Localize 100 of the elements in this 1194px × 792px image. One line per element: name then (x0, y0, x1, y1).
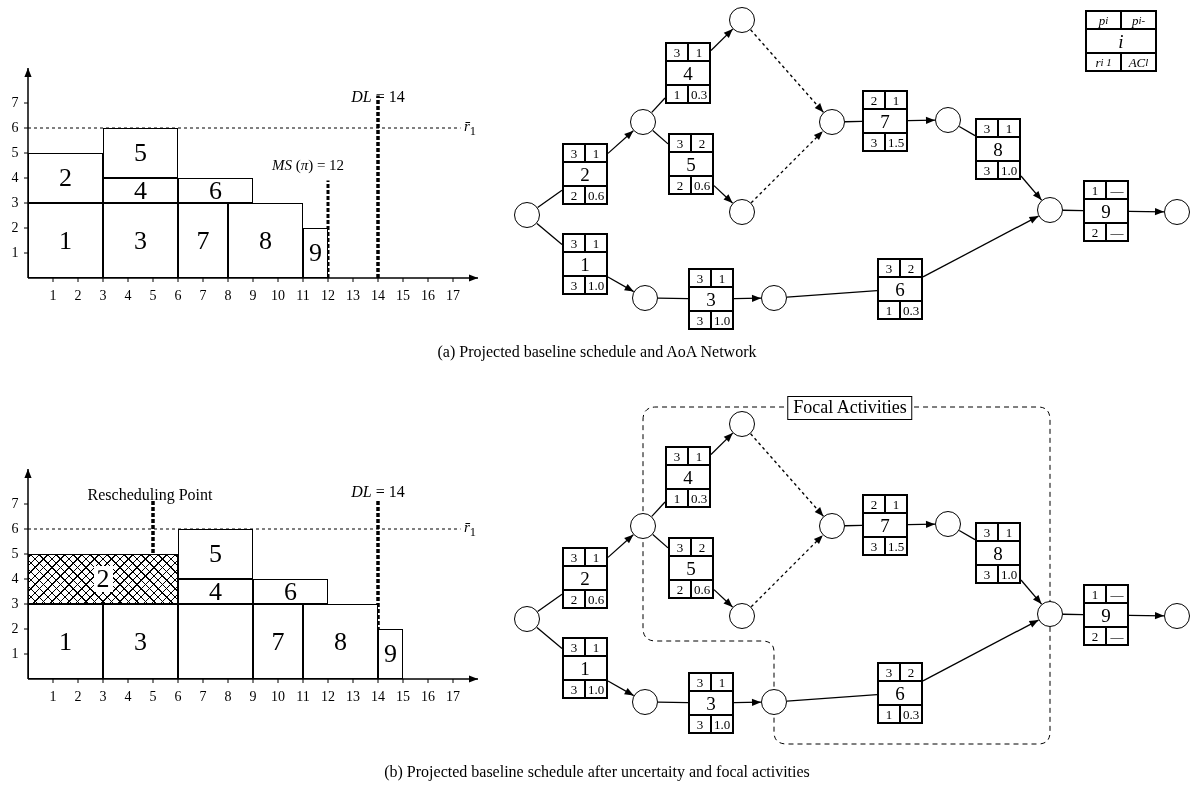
activity-number: 9 (1084, 199, 1128, 223)
connector-line (536, 222, 563, 246)
activity-number: 5 (134, 140, 147, 166)
arrow (749, 433, 825, 517)
parameter-value: 1.0 (998, 565, 1020, 583)
tick-label: 2 (11, 622, 19, 636)
event-circle (514, 202, 540, 228)
tick-label: 17 (446, 690, 460, 704)
arrow (907, 520, 936, 528)
makespan-label: MS (π) = 12 (271, 157, 345, 173)
arrow (733, 698, 762, 706)
parameter-value: 3 (689, 311, 711, 329)
parameter-value: 1 (688, 43, 710, 61)
schedule-block (178, 203, 228, 278)
activity-number: 3 (134, 628, 147, 655)
symbol-label: i (1086, 29, 1156, 53)
connector-line (536, 189, 563, 209)
parameter-value: 1 (711, 269, 733, 287)
activity-number: 9 (1084, 603, 1128, 627)
parameter-value: — (1106, 627, 1128, 645)
activity-box (975, 118, 1021, 180)
connector-line (652, 129, 669, 145)
schedule-block (178, 579, 253, 604)
event-circle (729, 411, 755, 437)
parameter-value: 1 (885, 91, 907, 109)
parameter-value: 1.0 (585, 276, 607, 294)
activity-box (1083, 180, 1129, 242)
event-circle (761, 285, 787, 311)
legend-table (1085, 10, 1157, 72)
event-circle (935, 511, 961, 537)
tick-label: 1 (11, 246, 19, 260)
parameter-value: 1 (878, 705, 900, 723)
parameter-value: 0.3 (688, 85, 710, 103)
parameter-value: 1 (998, 523, 1020, 541)
connector-line (1062, 209, 1084, 212)
tick-label: 16 (421, 690, 435, 704)
tick-label: 7 (199, 289, 207, 303)
tick-label: 7 (11, 96, 19, 110)
activity-number: 1 (563, 656, 607, 680)
schedule-block (103, 203, 178, 278)
activity-box (665, 446, 711, 508)
schedule-block (103, 178, 178, 203)
arrow (1020, 175, 1043, 201)
parameter-value: 1.0 (711, 311, 733, 329)
parameter-value: — (1106, 223, 1128, 241)
event-circle (729, 199, 755, 225)
parameter-value: 3 (666, 43, 688, 61)
schedule-block (303, 604, 378, 679)
activity-number: 7 (863, 109, 907, 133)
schedule-block (28, 203, 103, 278)
tick-label: 10 (271, 289, 285, 303)
parameter-value: 0.6 (691, 580, 713, 598)
arrow (710, 28, 734, 52)
tick-label: 2 (11, 221, 19, 235)
arrow (907, 116, 936, 124)
schedule-block (28, 604, 103, 679)
tick-label: 4 (11, 171, 19, 185)
parameter-value: 2 (669, 176, 691, 194)
parameter-value: 1.5 (885, 537, 907, 555)
activity-number: 8 (334, 628, 347, 655)
parameter-value: 2 (900, 663, 922, 681)
parameter-value: 3 (863, 537, 885, 555)
parameter-value: 0.3 (900, 705, 922, 723)
tick-label: 3 (99, 289, 107, 303)
parameter-value: 1 (585, 548, 607, 566)
parameter-value: 1 (885, 495, 907, 513)
caption: (a) Projected baseline schedule and AoA Network (437, 344, 757, 360)
event-circle (630, 109, 656, 135)
parameter-value: 3 (878, 259, 900, 277)
activity-box (1083, 584, 1129, 646)
tick-label: 1 (49, 289, 57, 303)
parameter-value: 1 (585, 638, 607, 656)
activity-number: 9 (309, 240, 322, 266)
tick-label: 9 (249, 690, 257, 704)
connector-line (657, 701, 689, 704)
activity-box (668, 537, 714, 599)
connector-line (536, 626, 563, 650)
parameter-value: 0.6 (585, 186, 607, 204)
parameter-value: 3 (666, 447, 688, 465)
activity-number: 9 (384, 641, 397, 667)
parameter-value: 1.5 (885, 133, 907, 151)
parameter-value: 2 (691, 134, 713, 152)
resource-limit-label: r̄$_{1}$ (463, 519, 477, 539)
activity-box (688, 672, 734, 734)
tick-label: 7 (11, 497, 19, 511)
rescheduling-label: Rescheduling Point (87, 487, 213, 503)
event-circle (1164, 603, 1190, 629)
tick-label: 15 (396, 289, 410, 303)
activity-number: 2 (563, 162, 607, 186)
tick-label: 6 (11, 522, 19, 536)
parameter-value: 1.0 (585, 680, 607, 698)
tick-label: 1 (49, 690, 57, 704)
event-circle (632, 285, 658, 311)
schedule-block (28, 554, 178, 604)
tick-label: 5 (149, 690, 157, 704)
activity-box (877, 258, 923, 320)
parameter-value: 1.0 (998, 161, 1020, 179)
activity-box (975, 522, 1021, 584)
connector-line (958, 529, 976, 541)
activity-number: 3 (689, 287, 733, 311)
